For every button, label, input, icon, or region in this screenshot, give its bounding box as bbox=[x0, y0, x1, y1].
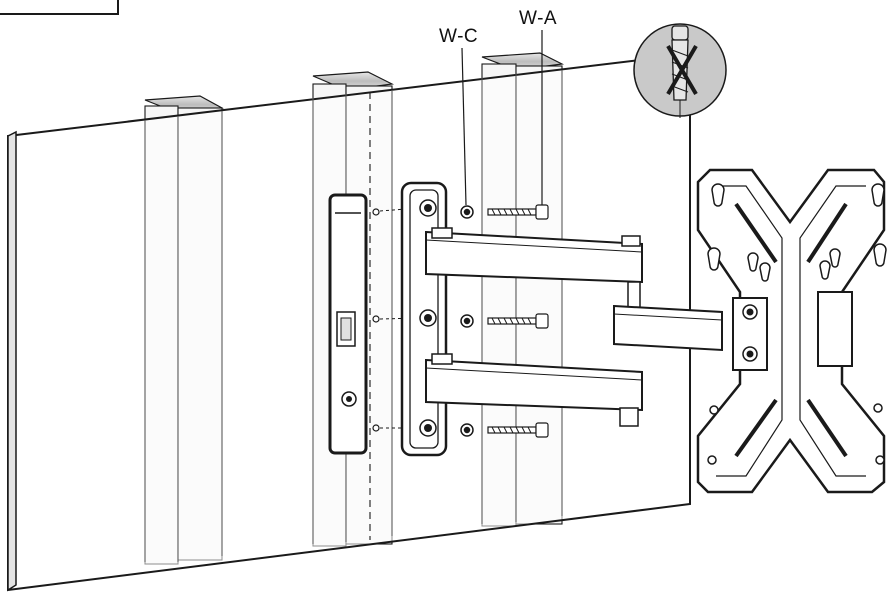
spirit-level bbox=[328, 193, 368, 455]
center-arm bbox=[613, 304, 723, 352]
wall-plate bbox=[400, 181, 448, 457]
lag-bolts-wa bbox=[487, 204, 549, 438]
previous-panel-fragment bbox=[0, 0, 119, 15]
label-washer-wc: W-C bbox=[439, 26, 479, 47]
upper-arm bbox=[425, 227, 643, 313]
lower-arm bbox=[425, 353, 643, 427]
alignment-lines bbox=[379, 207, 421, 429]
stud-outlines bbox=[144, 70, 563, 562]
vesa-plate bbox=[696, 168, 887, 494]
leader-line-wc bbox=[461, 47, 467, 206]
label-lag-bolt-wa: W-A bbox=[519, 8, 558, 29]
washers-wc bbox=[460, 205, 474, 437]
no-wall-plug-icon bbox=[633, 23, 727, 118]
pilot-holes bbox=[372, 208, 380, 432]
